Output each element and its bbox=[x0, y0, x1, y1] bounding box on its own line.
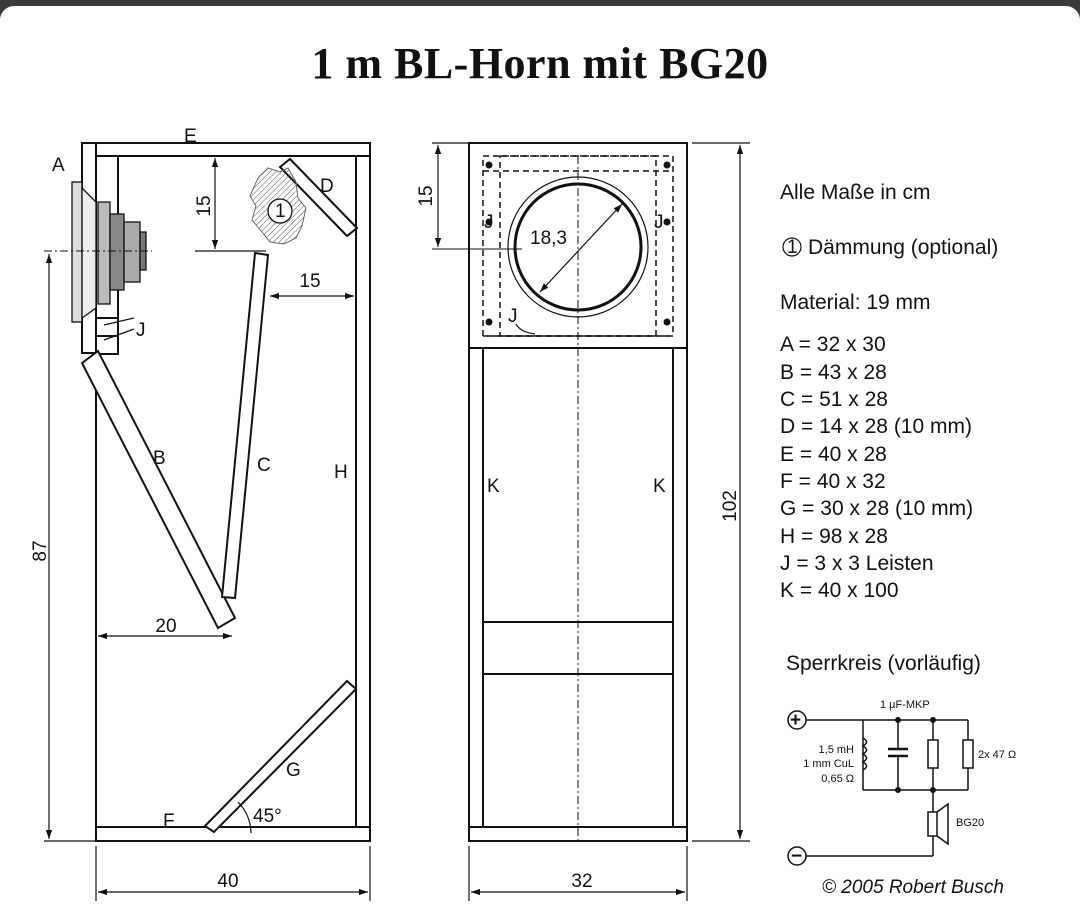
label-c: C bbox=[257, 455, 271, 476]
legend-insulation-marker bbox=[782, 237, 802, 257]
part-b: B = 43 x 28 bbox=[780, 361, 887, 384]
label-h: H bbox=[334, 462, 348, 483]
front-label-j-left: J bbox=[484, 212, 494, 233]
inductor-label-3: 0,65 Ω bbox=[821, 773, 854, 785]
side-view bbox=[44, 142, 371, 842]
part-e: E = 40 x 28 bbox=[780, 443, 887, 466]
part-k: K = 40 x 100 bbox=[780, 579, 899, 602]
label-b: B bbox=[153, 448, 166, 469]
front-label-j-right: J bbox=[654, 212, 664, 233]
panel-b bbox=[80, 349, 237, 630]
label-g: G bbox=[286, 760, 301, 781]
speaker-icon bbox=[927, 811, 938, 837]
part-c: C = 51 x 28 bbox=[780, 388, 888, 411]
front-dimensions bbox=[432, 142, 750, 901]
legend: Alle Maße in cm 1 Dämmung (optional) Mat… bbox=[780, 181, 998, 675]
insulation-text: Dämmung (optional) bbox=[808, 236, 998, 259]
insulation-marker-text: 1 bbox=[275, 201, 286, 222]
side-labels: A E D J B C H G F 1 15 15 87 20 40 45° bbox=[30, 126, 348, 892]
legend-insulation-marker-text: 1 bbox=[787, 237, 798, 258]
front-labels: J J J K K 18,3 15 102 32 bbox=[416, 185, 741, 892]
front-label-k-left: K bbox=[487, 476, 500, 497]
dim-40: 40 bbox=[217, 871, 238, 892]
page-title: 1 m BL-Horn mit BG20 bbox=[311, 39, 769, 88]
part-f: F = 40 x 32 bbox=[780, 470, 886, 493]
notch-filter-circuit bbox=[787, 710, 974, 866]
part-a: A = 32 x 30 bbox=[780, 333, 886, 356]
side-dimensions bbox=[44, 158, 371, 901]
driver-label: BG20 bbox=[956, 817, 984, 829]
label-a: A bbox=[52, 155, 65, 176]
panel-g bbox=[203, 679, 358, 834]
label-d: D bbox=[320, 176, 334, 197]
dim-20: 20 bbox=[155, 616, 176, 637]
dim-15-top: 15 bbox=[194, 195, 215, 216]
top-panel-e bbox=[81, 142, 371, 157]
dim-102: 102 bbox=[720, 490, 741, 522]
label-e: E bbox=[184, 126, 197, 147]
insulation-marker bbox=[267, 198, 293, 224]
minus-sign: − bbox=[791, 846, 802, 867]
dim-15-front: 15 bbox=[416, 185, 437, 206]
inductor-label-2: 1 mm CuL bbox=[803, 758, 854, 770]
plus-sign: + bbox=[790, 710, 801, 731]
dim-angle: 45° bbox=[253, 806, 282, 827]
panel-c bbox=[220, 251, 270, 600]
front-label-k-right: K bbox=[653, 476, 666, 497]
dim-32: 32 bbox=[571, 871, 592, 892]
front-label-j-bottom: J bbox=[508, 306, 518, 327]
dim-87: 87 bbox=[30, 540, 51, 561]
copyright: © 2005 Robert Busch bbox=[822, 877, 1004, 898]
dim-diameter: 18,3 bbox=[530, 228, 567, 249]
part-j: J = 3 x 3 Leisten bbox=[780, 552, 934, 575]
inductor-label-1: 1,5 mH bbox=[819, 744, 855, 756]
part-h: H = 98 x 28 bbox=[780, 525, 888, 548]
driver-bg20 bbox=[71, 181, 147, 323]
cleat-j bbox=[95, 317, 119, 337]
construction-drawing: A E D J B C H G F 1 15 15 87 20 40 45° bbox=[30, 126, 1016, 901]
front-view bbox=[432, 142, 688, 842]
part-g: G = 30 x 28 (10 mm) bbox=[780, 497, 973, 520]
label-j: J bbox=[136, 320, 146, 341]
circuit-heading: Sperrkreis (vorläufig) bbox=[786, 652, 981, 675]
circuit-labels: + − 1 µF-MKP 1,5 mH 1 mm CuL 0,65 Ω 2x 4… bbox=[790, 699, 1016, 867]
drawing-sheet: 1 m BL-Horn mit BG20 bbox=[0, 6, 1080, 922]
units-note: Alle Maße in cm bbox=[780, 181, 931, 204]
bottom-panel-f bbox=[95, 826, 371, 842]
label-f: F bbox=[163, 811, 175, 832]
resistor-label: 2x 47 Ω bbox=[978, 749, 1016, 761]
back-panel-h bbox=[355, 155, 371, 842]
material-note: Material: 19 mm bbox=[780, 291, 931, 314]
capacitor-label: 1 µF-MKP bbox=[880, 699, 930, 711]
dim-15-mid: 15 bbox=[299, 271, 320, 292]
panel-d bbox=[278, 157, 359, 238]
part-d: D = 14 x 28 (10 mm) bbox=[780, 415, 972, 438]
